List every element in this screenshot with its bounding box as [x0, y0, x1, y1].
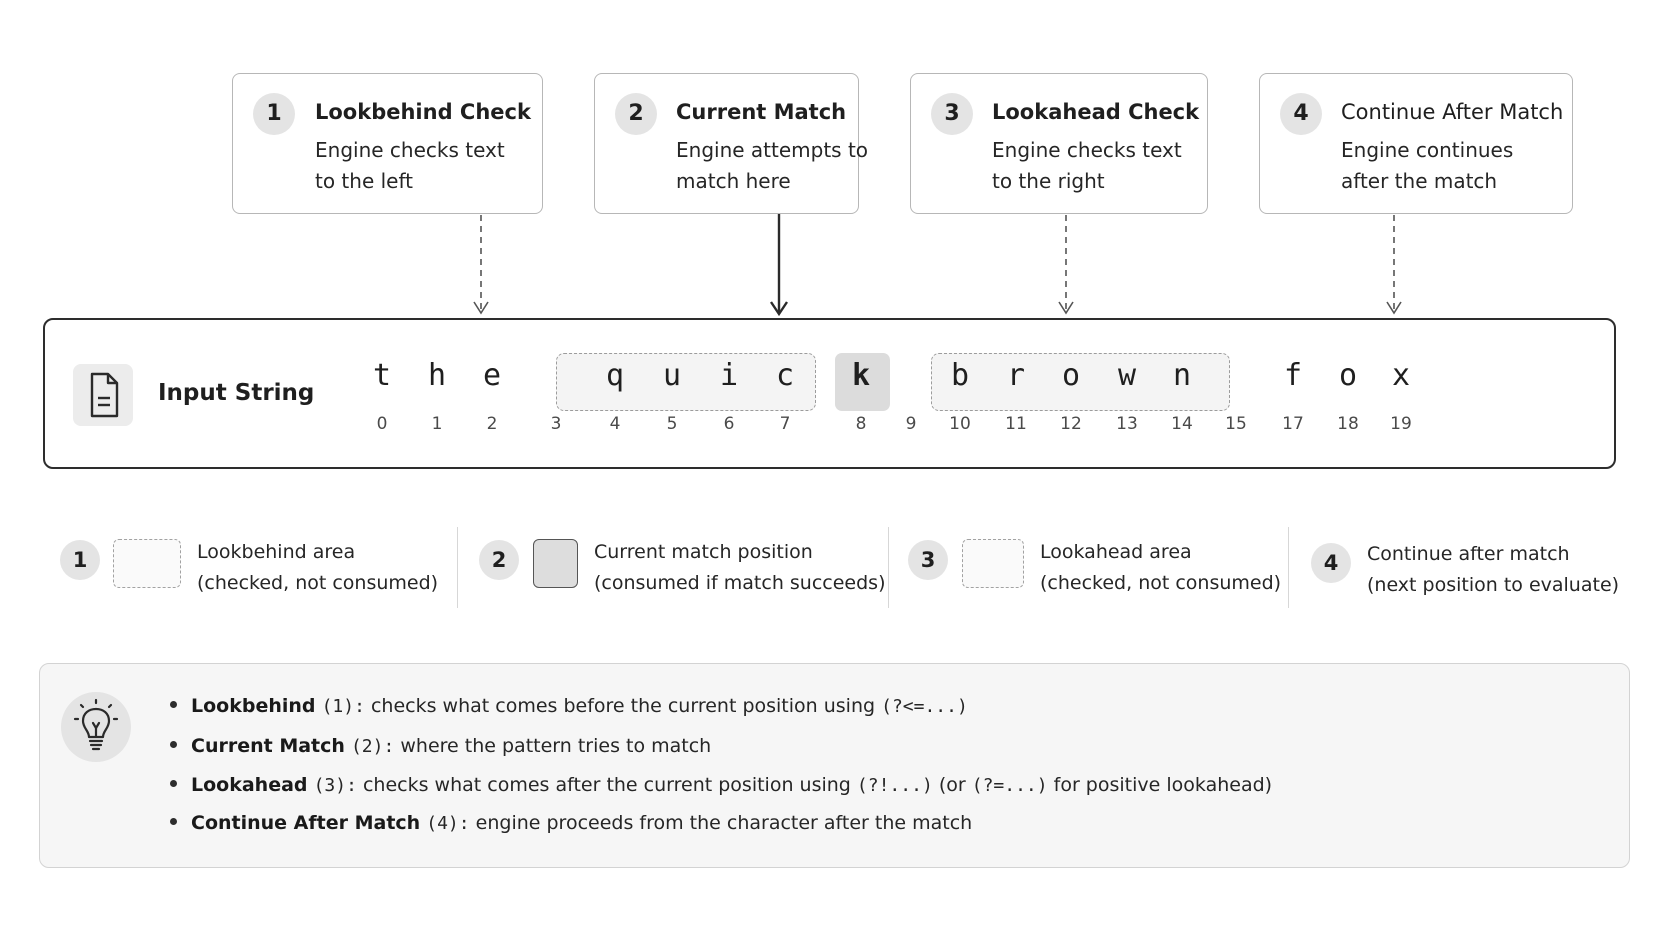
char-cell: x: [1391, 358, 1411, 393]
step-card-lookahead: 3 Lookahead Check Engine checks text to …: [910, 73, 1208, 214]
index-label: 3: [550, 414, 562, 434]
lookahead-zone: [931, 353, 1230, 411]
index-label: 18: [1337, 414, 1359, 434]
index-label: 11: [1005, 414, 1027, 434]
index-label: 4: [609, 414, 621, 434]
legend-text: Continue after match (next position to e…: [1367, 543, 1620, 596]
lightbulb-icon: [61, 692, 131, 762]
char-cell: r: [1006, 358, 1026, 393]
connector-arrows: [473, 214, 1402, 317]
char-cell: f: [1283, 358, 1303, 393]
bullet: [170, 780, 177, 787]
arrow-lookbehind: [473, 215, 489, 315]
index-label: 15: [1225, 414, 1247, 434]
tip-item-current-match: Current Match (2): where the pattern tri…: [170, 735, 711, 757]
index-label: 0: [376, 414, 388, 434]
index-label: 7: [779, 414, 791, 434]
char-cell: q: [605, 358, 625, 393]
lookbehind-zone: [556, 353, 816, 411]
char-cell: t: [372, 358, 392, 393]
char-cell: i: [719, 358, 739, 393]
char-cell: c: [775, 358, 795, 393]
index-label: 19: [1390, 414, 1412, 434]
bullet: [170, 741, 177, 748]
char-cell: b: [950, 358, 970, 393]
legend-number-badge: 1: [60, 540, 100, 580]
document-icon: [73, 364, 133, 426]
input-string-label: Input String: [158, 380, 315, 406]
arrow-continue: [1386, 215, 1402, 315]
legend-number-badge: 3: [908, 540, 948, 580]
legend-text: Lookahead area (checked, not consumed): [1040, 541, 1282, 594]
step-card-continue: 4 Continue After Match Engine continues …: [1259, 73, 1573, 214]
step-number-badge: 3: [931, 93, 973, 135]
index-label: 6: [723, 414, 735, 434]
tips-panel: Lookbehind (1): checks what comes before…: [39, 663, 1630, 868]
index-label: 9: [905, 414, 917, 434]
bullet: [170, 701, 177, 708]
step-description: Engine checks text to the right: [992, 138, 1182, 193]
current-match-zone: [835, 353, 890, 411]
char-cell: h: [427, 358, 447, 393]
step-description: Engine continues after the match: [1341, 138, 1514, 193]
index-label: 13: [1116, 414, 1138, 434]
legend-divider: [1288, 527, 1289, 608]
index-label: 14: [1171, 414, 1193, 434]
legend-swatch-lookahead: [962, 539, 1024, 588]
tip-item-continue: Continue After Match (4): engine proceed…: [170, 812, 972, 834]
legend-divider: [457, 527, 458, 608]
char-cell: e: [482, 358, 502, 393]
index-label: 8: [855, 414, 867, 434]
index-label: 5: [666, 414, 678, 434]
legend-text: Current match position (consumed if matc…: [594, 541, 886, 594]
char-cell: n: [1172, 358, 1192, 393]
step-card-lookbehind: 1 Lookbehind Check Engine checks text to…: [232, 73, 543, 214]
step-description: Engine attempts to match here: [676, 138, 869, 193]
legend-number-badge: 2: [479, 540, 519, 580]
step-title: Continue After Match: [1341, 100, 1564, 124]
input-string-panel: Input String t h e q u i c k b r o w n f…: [43, 318, 1616, 469]
char-cell: o: [1338, 358, 1358, 393]
char-cell: o: [1061, 358, 1081, 393]
index-label: 12: [1060, 414, 1082, 434]
char-cell: w: [1117, 358, 1137, 393]
step-number-badge: 2: [615, 93, 657, 135]
tip-item-lookahead: Lookahead (3): checks what comes after t…: [170, 774, 1272, 796]
step-title: Current Match: [676, 100, 847, 124]
index-label: 17: [1282, 414, 1304, 434]
char-cell-current: k: [851, 358, 871, 393]
step-number-badge: 4: [1280, 93, 1322, 135]
char-cell: u: [662, 358, 682, 393]
legend-swatch-lookbehind: [113, 539, 181, 588]
legend-text: Lookbehind area (checked, not consumed): [197, 541, 439, 594]
step-title: Lookahead Check: [992, 100, 1200, 124]
index-label: 1: [431, 414, 443, 434]
bullet: [170, 818, 177, 825]
step-description: Engine checks text to the left: [315, 138, 505, 193]
legend-divider: [888, 527, 889, 608]
arrow-current-match: [770, 214, 788, 317]
step-card-current-match: 2 Current Match Engine attempts to match…: [594, 73, 868, 214]
step-title: Lookbehind Check: [315, 100, 531, 124]
legend-number-badge: 4: [1311, 543, 1351, 583]
legend-swatch-current: [533, 539, 578, 588]
arrow-lookahead: [1058, 215, 1074, 315]
tip-item-lookbehind: Lookbehind (1): checks what comes before…: [170, 695, 968, 717]
index-label: 10: [949, 414, 971, 434]
step-number-badge: 1: [253, 93, 295, 135]
index-label: 2: [486, 414, 498, 434]
